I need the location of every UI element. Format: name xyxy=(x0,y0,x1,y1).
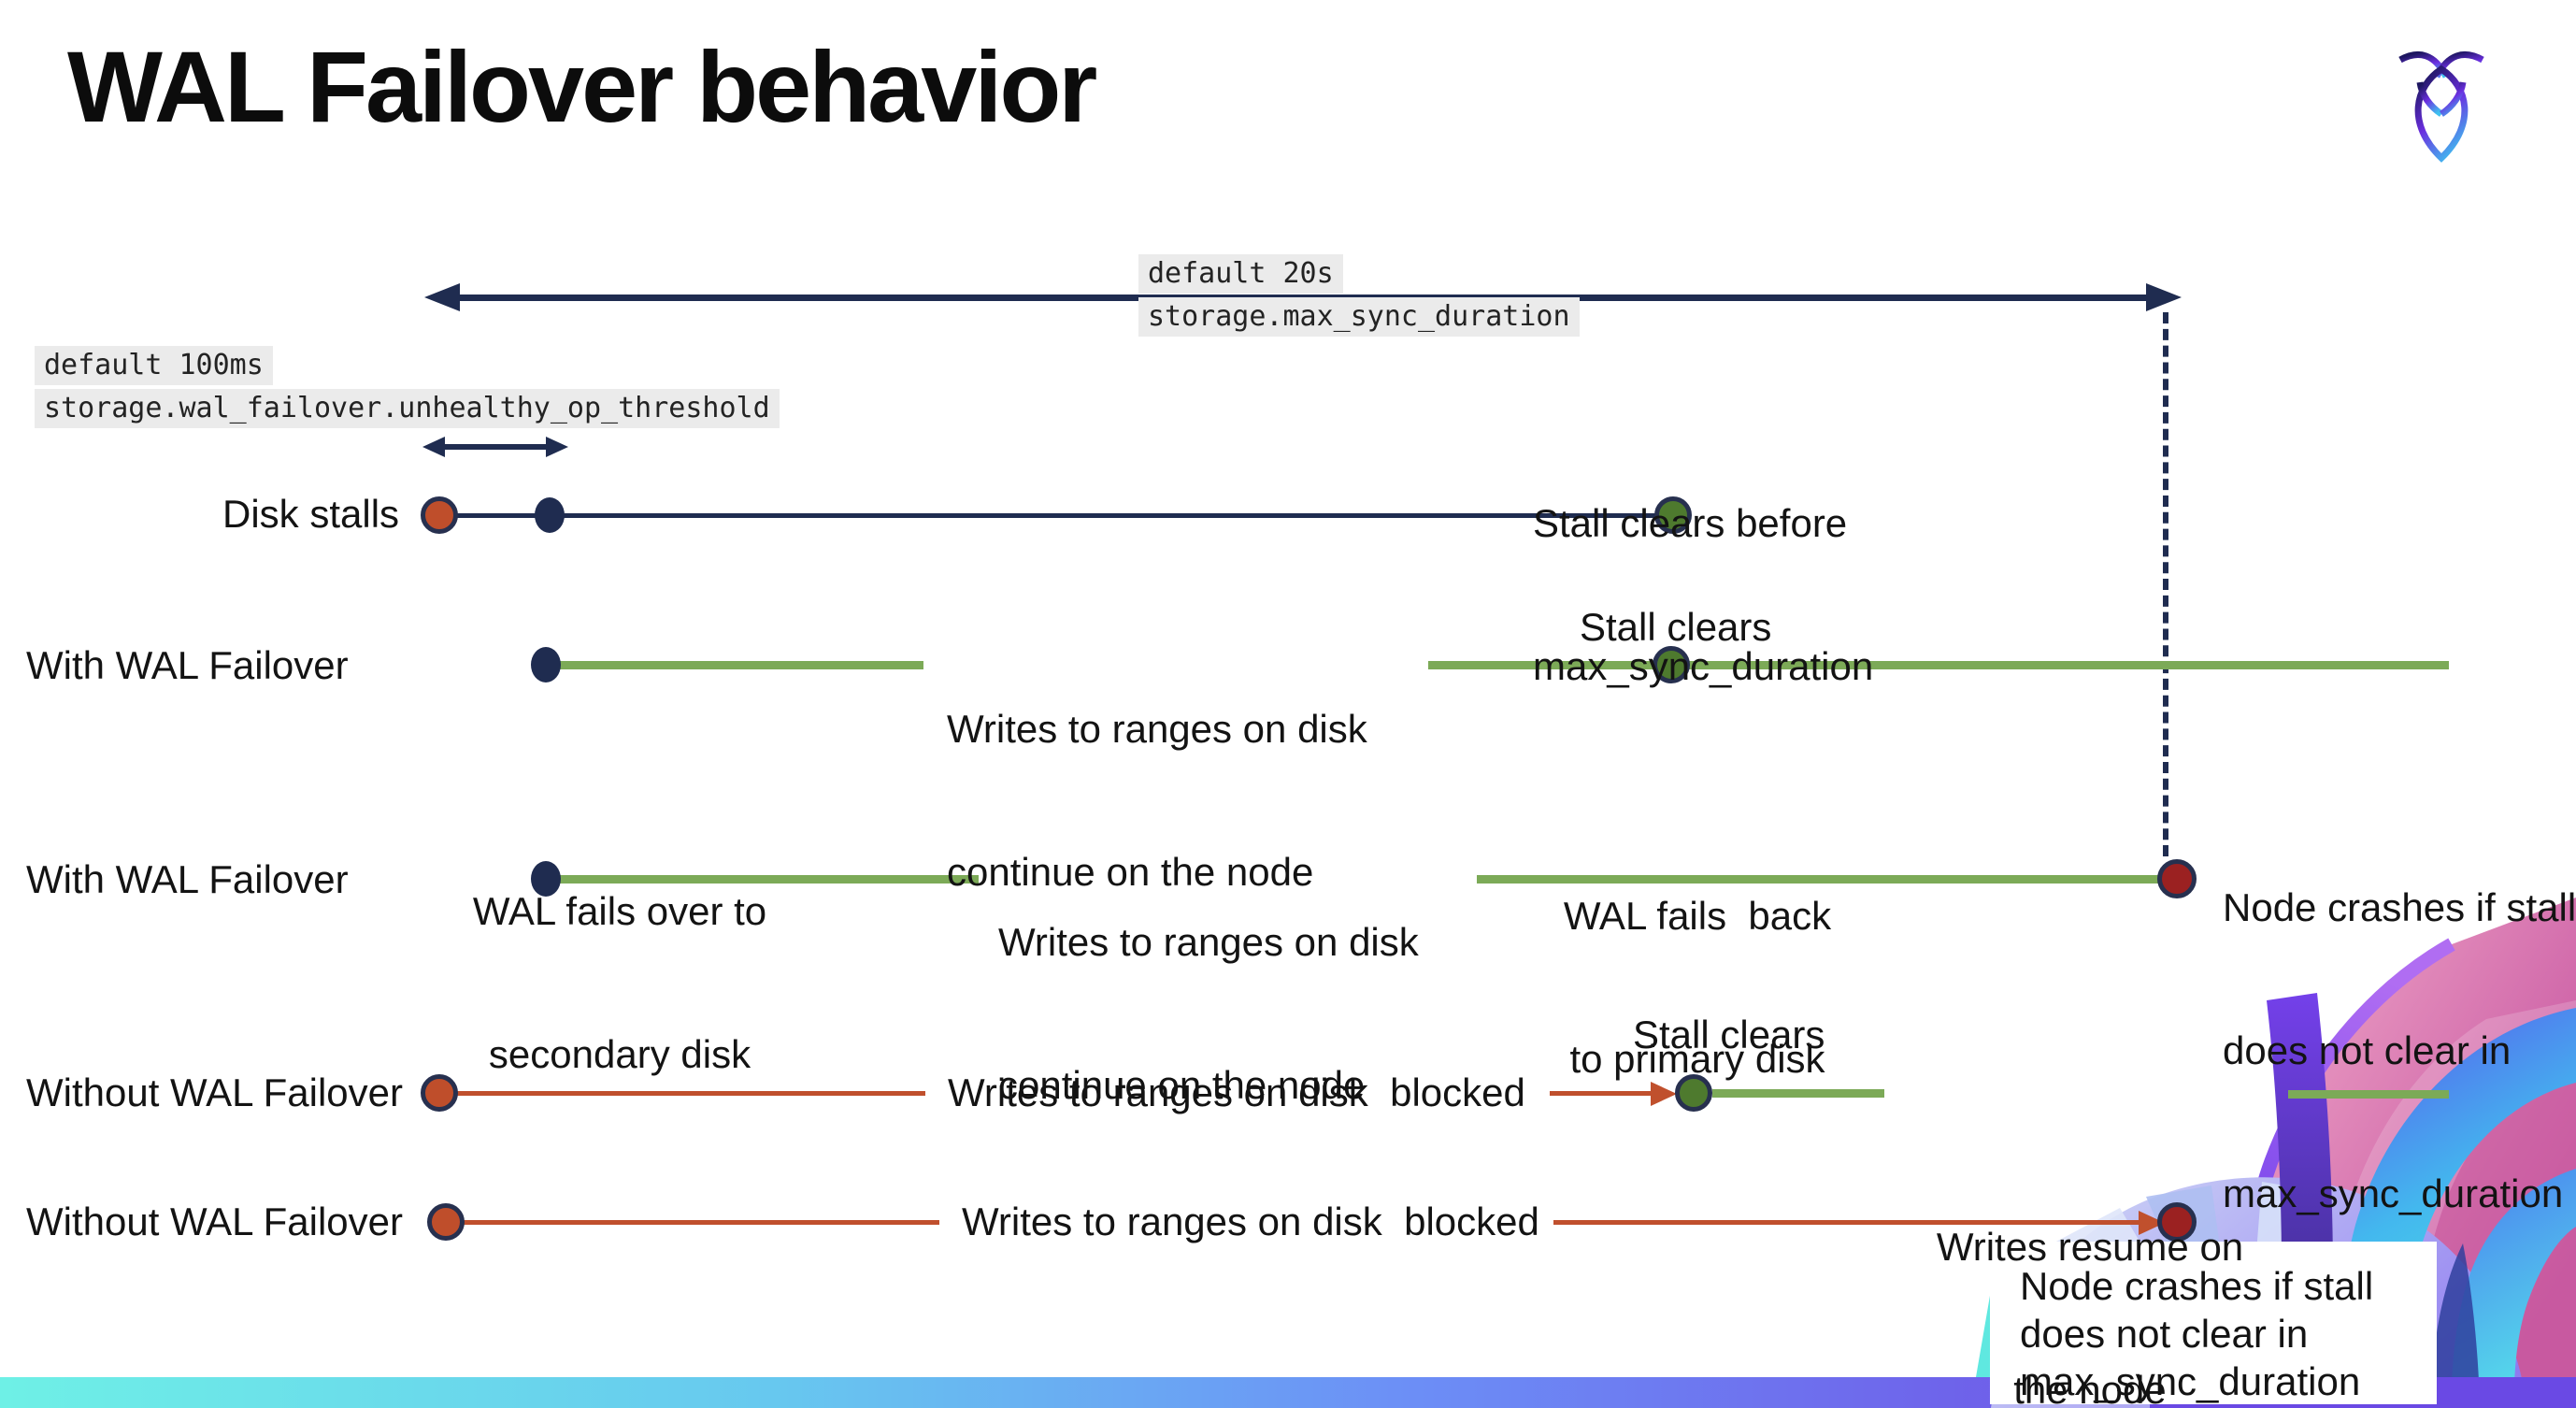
stall-start-dot xyxy=(421,496,458,534)
threshold-dot xyxy=(535,497,565,533)
writes-resume-line2: the node xyxy=(2013,1368,2167,1408)
writes-continue-row2-line2: continue on the node xyxy=(947,850,1314,894)
row-without-wal-failover-2-label: Without WAL Failover xyxy=(26,1200,403,1243)
node-crashes-card: Node crashes if stall does not clear in … xyxy=(1990,1242,2437,1404)
writes-blocked-text-row5: Writes to ranges on disk blocked xyxy=(962,1200,1539,1243)
row2-green-line-a xyxy=(559,661,923,669)
failover-dot-row3 xyxy=(531,861,561,897)
row-without-wal-failover-1-label: Without WAL Failover xyxy=(26,1070,403,1114)
writes-continue-row3-line2: continue on the node xyxy=(998,1063,1366,1107)
node-crash-dot-row3 xyxy=(2157,859,2197,898)
node-crashes-row5-line1: Node crashes if stall xyxy=(2020,1264,2374,1308)
stall-clears-dot-row4 xyxy=(1675,1074,1712,1112)
stall-clears-dot-row2 xyxy=(1653,646,1690,683)
writes-continue-row2-line1: Writes to ranges on disk xyxy=(947,707,1367,751)
writes-continue-text-row3: Writes to ranges on disk continue on the… xyxy=(998,823,1419,1204)
threshold-arrow-left-head-icon xyxy=(422,437,445,457)
wal-fails-back-line2: to primary disk xyxy=(1569,1037,1825,1081)
node-crashes-row3-line1: Node crashes if stall xyxy=(2223,885,2576,929)
unhealthy-op-setting-text: storage.wal_failover.unhealthy_op_thresh… xyxy=(35,389,780,428)
wal-fails-back-text: WAL fails back to primary disk xyxy=(1564,701,1965,1273)
row2-green-line-b xyxy=(1428,661,2449,669)
writes-continue-text-row2: Writes to ranges on disk continue on the… xyxy=(947,610,1367,991)
row4-red-arrow-head-icon xyxy=(1651,1082,1677,1106)
writes-blocked-text-row4: Writes to ranges on disk blocked xyxy=(948,1070,1525,1114)
row-with-wal-failover-1-label: With WAL Failover xyxy=(26,643,349,687)
wal-fails-over-line2: secondary disk xyxy=(488,1032,751,1076)
node-crashes-text-row3: Node crashes if stall does not clear in … xyxy=(2223,788,2576,1313)
writes-resume-text: Writes resume on the node xyxy=(1937,1032,2397,1408)
row-disk-stalls-label: Disk stalls xyxy=(222,492,400,536)
row3-green-line-b xyxy=(1477,875,2166,884)
node-crashes-row5-line3: max_sync_duration xyxy=(2020,1359,2361,1403)
wal-fails-back-line1: WAL fails back xyxy=(1563,894,1832,938)
stall-clears-dot-row1 xyxy=(1654,496,1692,534)
page-title: WAL Failover behavior xyxy=(67,30,1097,143)
stall-start-dot-row5 xyxy=(427,1203,465,1241)
stall-clears-text-row2: Stall clears xyxy=(1580,605,1772,649)
threshold-arrow-line xyxy=(443,444,548,450)
threshold-arrow-right-head-icon xyxy=(546,437,568,457)
arrow-left-head-icon xyxy=(424,283,460,311)
writes-continue-row3-line1: Writes to ranges on disk xyxy=(998,920,1419,964)
stall-clears-before-line1: Stall clears before xyxy=(1533,501,1848,545)
node-crashes-row3-line2: does not clear in xyxy=(2223,1028,2512,1072)
row-with-wal-failover-2-label: With WAL Failover xyxy=(26,857,349,901)
row4-red-line-b xyxy=(1550,1091,1654,1096)
node-crashes-row3-line3: max_sync_duration xyxy=(2223,1171,2564,1215)
stall-clears-before-line2: max_sync_duration xyxy=(1533,644,1874,688)
max-sync-deadline-dashed-line xyxy=(2163,312,2168,856)
node-crashes-row5-line2: does not clear in xyxy=(2020,1312,2309,1356)
row5-red-line-a xyxy=(461,1220,939,1225)
cockroachdb-logo-icon xyxy=(2398,50,2484,163)
node-crash-dot-row5 xyxy=(2157,1202,2197,1242)
max-sync-setting-text: storage.max_sync_duration xyxy=(1138,297,1580,337)
row4-green-line-a xyxy=(1712,1089,1884,1098)
wal-fails-over-text: WAL fails over to secondary disk xyxy=(473,697,913,1269)
disk-stalls-timeline xyxy=(439,513,1657,518)
row4-red-line-a xyxy=(454,1091,925,1096)
arrow-right-head-icon xyxy=(2146,283,2182,311)
stall-clears-text-row4: Stall clears xyxy=(1633,1013,1825,1056)
row3-green-line-a xyxy=(559,875,979,884)
stall-start-dot-row4 xyxy=(421,1074,458,1112)
max-sync-duration-label: default 20s storage.max_sync_duration xyxy=(1138,254,1580,340)
stall-clears-before-text: Stall clears before max_sync_duration xyxy=(1533,404,1873,785)
unhealthy-op-threshold-label: default 100ms storage.wal_failover.unhea… xyxy=(35,346,780,432)
unhealthy-op-default-text: default 100ms xyxy=(35,346,273,385)
row4-green-line-b xyxy=(2288,1090,2449,1099)
failover-dot-row2 xyxy=(531,647,561,682)
wal-fails-over-line1: WAL fails over to xyxy=(472,889,767,933)
max-sync-default-text: default 20s xyxy=(1138,254,1343,294)
row5-red-line-b xyxy=(1553,1220,2140,1225)
writes-resume-line1: Writes resume on xyxy=(1936,1225,2244,1269)
